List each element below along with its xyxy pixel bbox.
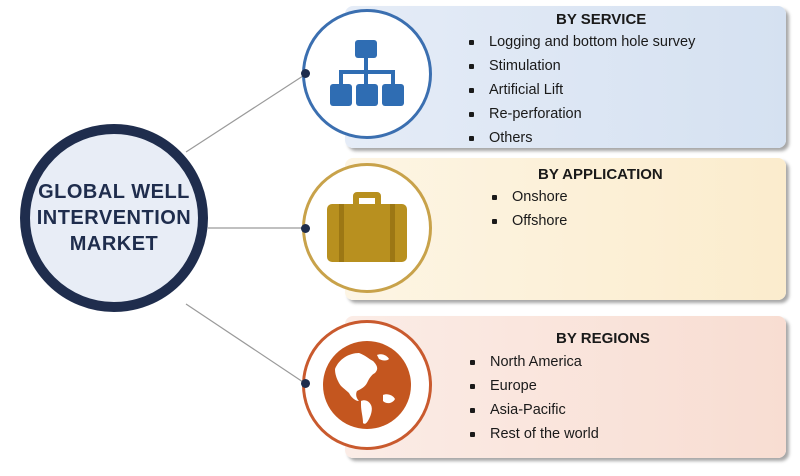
list-item: Stimulation xyxy=(467,54,695,78)
service-list: Logging and bottom hole survey Stimulati… xyxy=(467,30,695,150)
service-icon-circle xyxy=(302,9,432,139)
market-circle: GLOBAL WELL INTERVENTION MARKET xyxy=(20,124,208,312)
panel-by-service: BY SERVICE Logging and bottom hole surve… xyxy=(345,6,786,148)
list-item: Europe xyxy=(468,374,599,398)
list-item: Rest of the world xyxy=(468,422,599,446)
connector-dot-application xyxy=(301,224,310,233)
list-item: Others xyxy=(467,126,695,150)
application-list: Onshore Offshore xyxy=(490,185,568,233)
connector-service xyxy=(185,73,307,153)
hierarchy-icon xyxy=(330,40,404,106)
connector-regions xyxy=(185,303,307,385)
panel-title-regions: BY REGIONS xyxy=(556,330,650,347)
list-item: Re-perforation xyxy=(467,102,695,126)
market-title: GLOBAL WELL INTERVENTION MARKET xyxy=(36,181,192,255)
list-item: North America xyxy=(468,350,599,374)
list-item: Artificial Lift xyxy=(467,78,695,102)
regions-list: North America Europe Asia-Pacific Rest o… xyxy=(468,350,599,446)
application-icon-circle xyxy=(302,163,432,293)
list-item: Offshore xyxy=(490,209,568,233)
connector-dot-service xyxy=(301,69,310,78)
list-item: Logging and bottom hole survey xyxy=(467,30,695,54)
list-item: Onshore xyxy=(490,185,568,209)
panel-title-service: BY SERVICE xyxy=(556,11,647,28)
panel-title-application: BY APPLICATION xyxy=(538,166,663,183)
connector-dot-regions xyxy=(301,379,310,388)
list-item: Asia-Pacific xyxy=(468,398,599,422)
briefcase-icon xyxy=(327,192,407,262)
globe-icon xyxy=(323,341,411,429)
regions-icon-circle xyxy=(302,320,432,450)
